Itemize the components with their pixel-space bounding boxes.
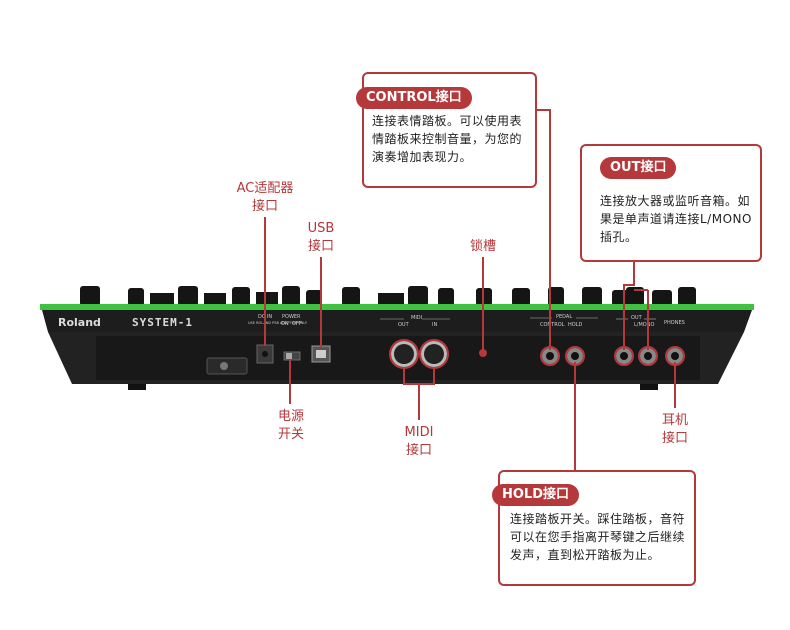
midi-in-jack xyxy=(421,341,447,367)
control-callout-title: CONTROL接口 xyxy=(356,87,472,109)
out-l-mono-jack xyxy=(640,348,656,364)
control-jack xyxy=(542,348,558,364)
power-off-label: OFF xyxy=(292,321,302,327)
midi-out-jack xyxy=(391,341,417,367)
phones-label: 耳机 接口 xyxy=(661,413,688,446)
model-logo: SYSTEM-1 xyxy=(132,316,193,329)
out-callout-text: 连接放大器或监听音箱。如果是单声道请连接L/MONO插孔。 xyxy=(600,194,752,244)
lock-slot-marker xyxy=(479,349,487,357)
accent-strip xyxy=(40,304,754,310)
power-label: POWER xyxy=(282,314,301,320)
brand-logo: Roland xyxy=(58,316,101,329)
dc-note-label: USE ROLAND PSB ADAPTOR ONLY xyxy=(248,321,308,325)
midi-label: MIDI 接口 xyxy=(404,425,434,458)
phones-jack xyxy=(667,348,683,364)
hold-callout-title: HOLD接口 xyxy=(492,484,580,506)
phones-panel-label: PHONES xyxy=(664,320,685,326)
midi-out-label: OUT xyxy=(398,322,410,328)
pedal-panel-label: PEDAL xyxy=(556,314,572,320)
knob-row xyxy=(80,286,696,306)
ac-adapter-label: AC适配器 接口 xyxy=(236,181,294,214)
midi-panel-label: MIDI xyxy=(411,315,422,321)
midi-in-label: IN xyxy=(432,322,437,328)
power-on-label: ON xyxy=(281,321,289,327)
lock-slot-label: 锁槽 xyxy=(469,239,496,254)
out-panel-label: OUT xyxy=(631,315,643,321)
pedal-control-label: CONTROL xyxy=(540,322,565,328)
pedal-hold-label: HOLD xyxy=(568,322,582,328)
hold-callout-text: 连接踏板开关。踩住踏板，音符可以在您手指离开琴键之后继续发声，直到松开踏板为止。 xyxy=(510,512,686,562)
hold-callout xyxy=(498,470,696,586)
control-callout-text: 连接表情踏板。可以使用表情踏板来控制音量，为您的演奏增加表现力。 xyxy=(372,114,523,164)
power-switch-label: 电源 开关 xyxy=(277,409,304,442)
kensington-slot-icon xyxy=(206,357,248,375)
out-callout-title: OUT接口 xyxy=(600,157,677,179)
out-r-jack xyxy=(616,348,632,364)
hold-jack xyxy=(567,348,583,364)
out-lmono-label: L/MONO xyxy=(634,322,654,328)
callout-lines xyxy=(264,109,685,470)
usb-label: USB 接口 xyxy=(307,221,335,254)
device-top-face xyxy=(42,310,752,332)
